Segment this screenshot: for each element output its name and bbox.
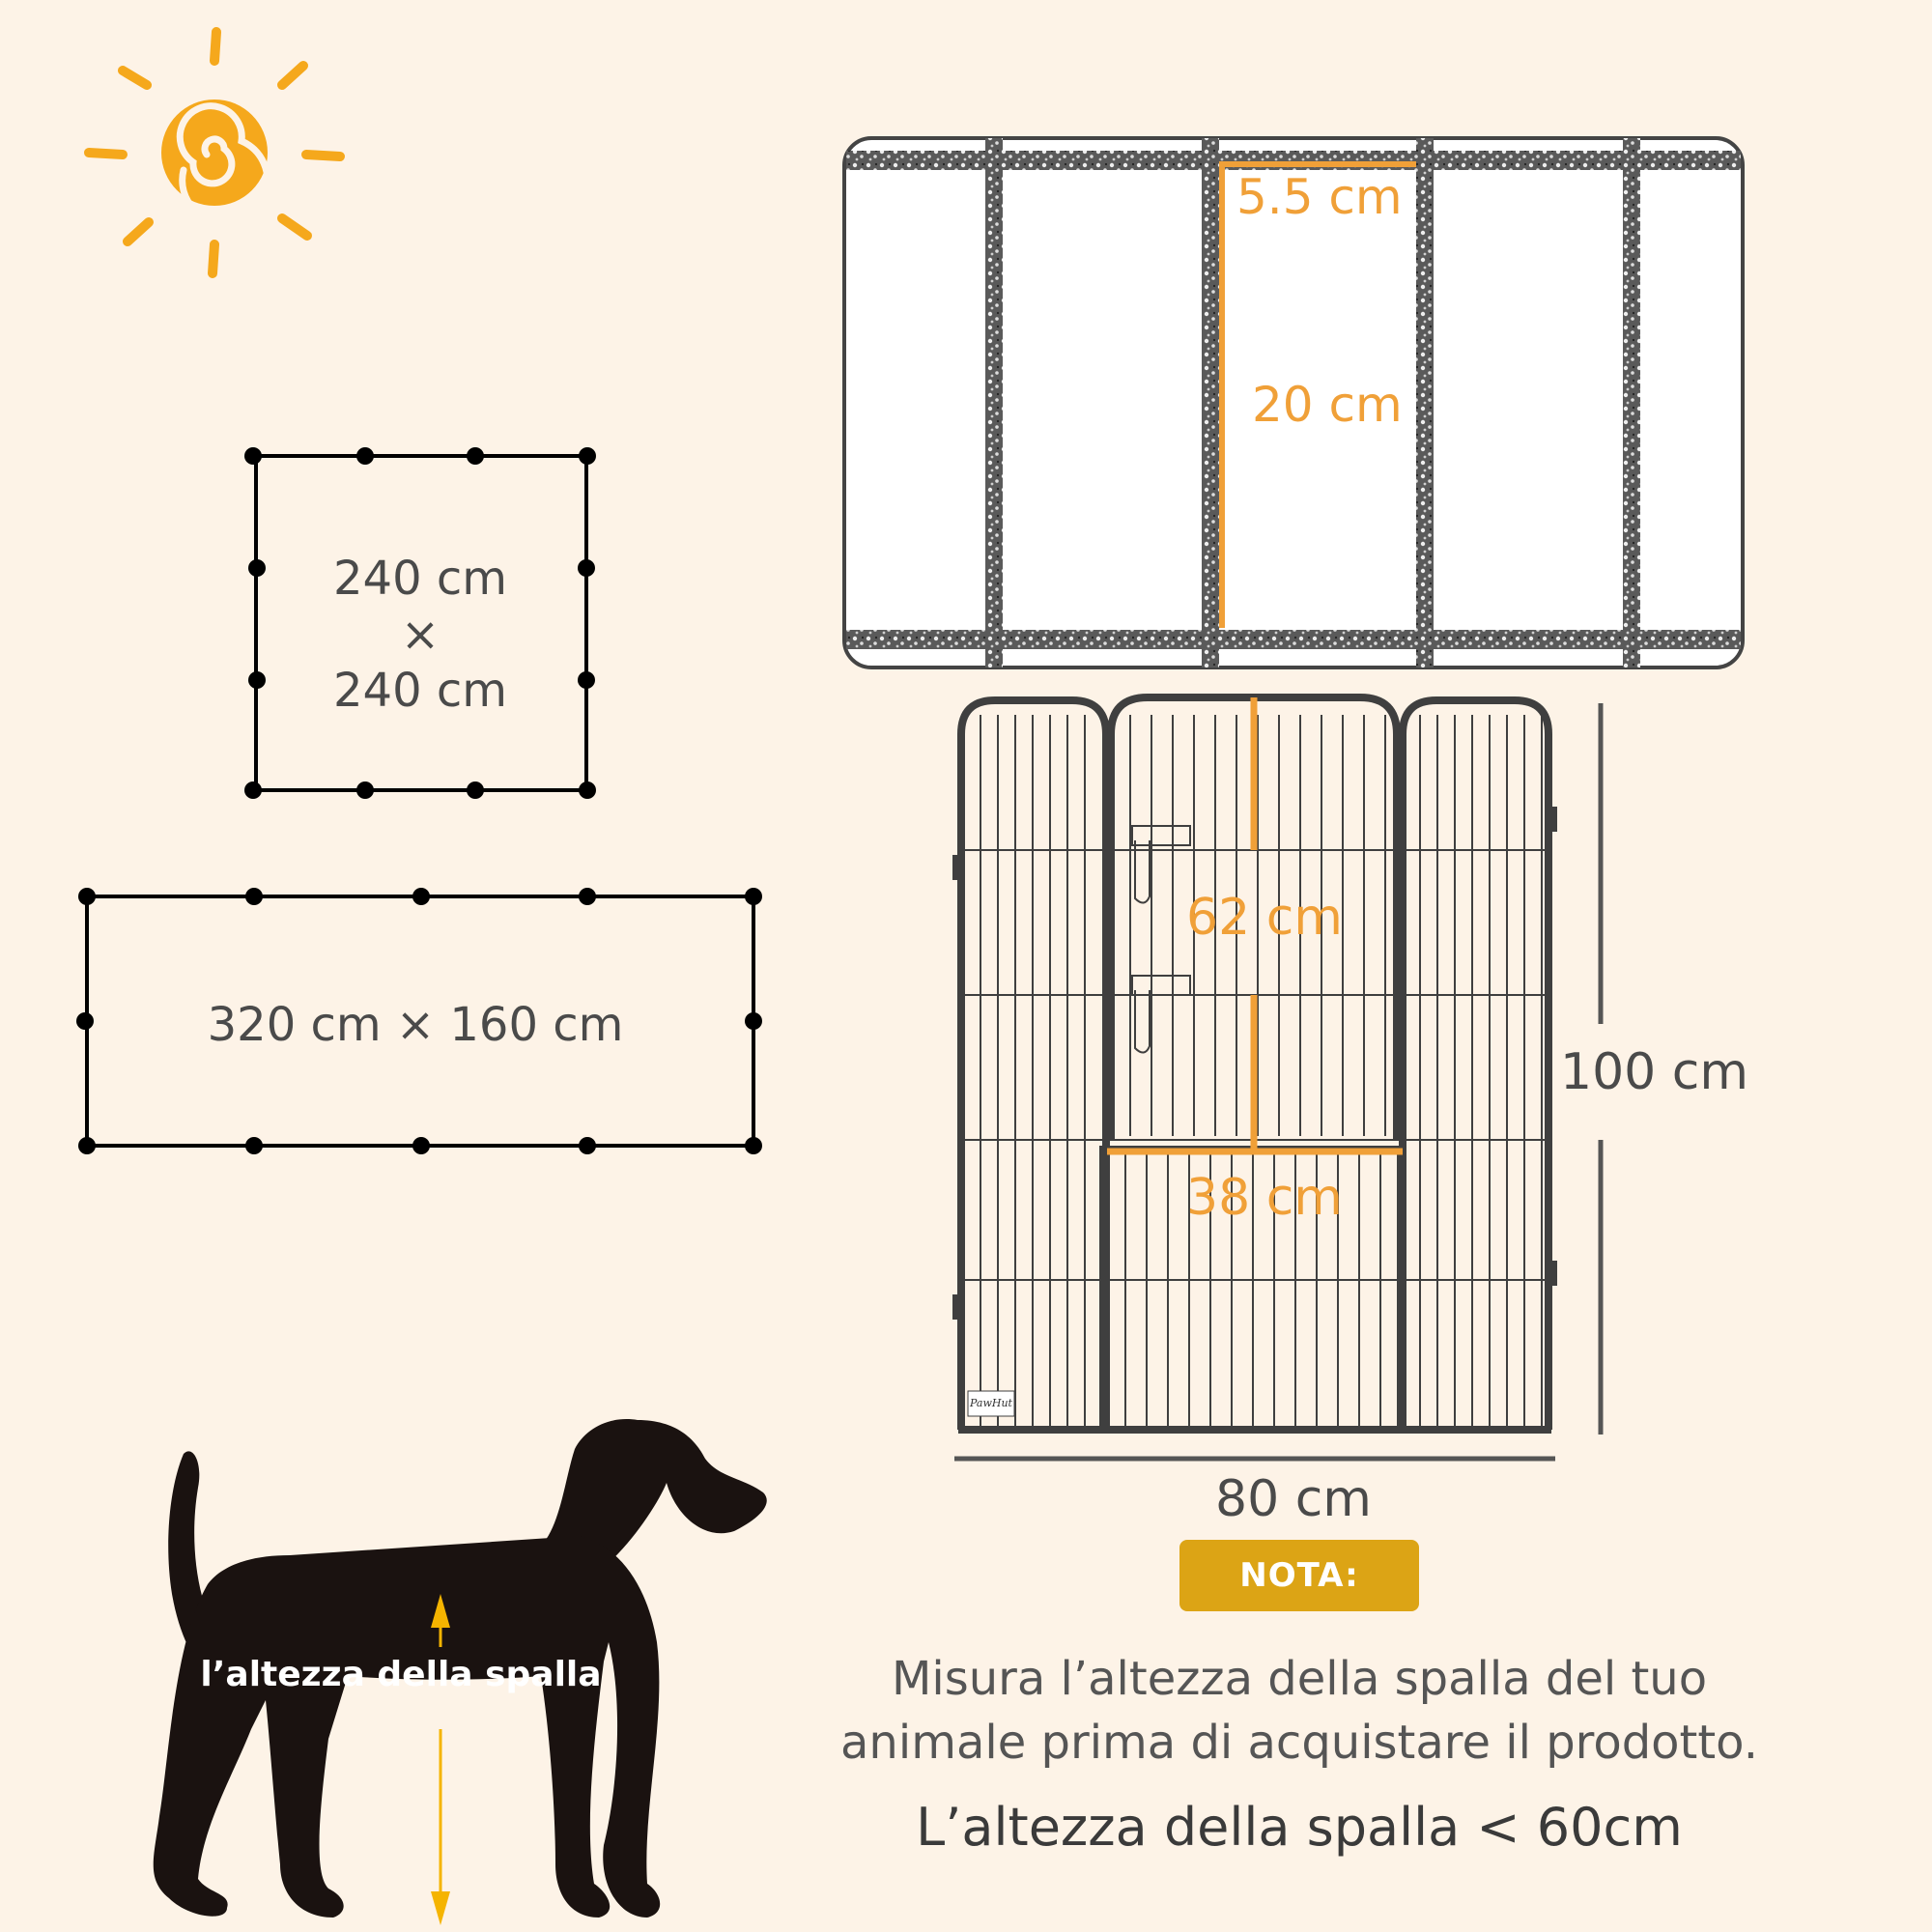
square-layout-diagram <box>254 454 588 792</box>
door-width-label: 38 cm <box>1186 1169 1343 1227</box>
total-height-label: 100 cm <box>1560 1043 1749 1101</box>
total-width-label: 80 cm <box>1215 1470 1372 1528</box>
nota-badge: NOTA: <box>1179 1540 1419 1611</box>
door-dimension-lines <box>1107 697 1403 1155</box>
rectangle-layout-joints <box>76 888 762 1154</box>
note-line-2: animale prima di acquistare il prodotto. <box>840 1716 1758 1770</box>
shoulder-requirement: L’altezza della spalla < 60cm <box>916 1797 1683 1858</box>
square-times-sign: × <box>400 608 440 662</box>
square-width-label: 240 cm <box>332 552 508 606</box>
gap-height-label: 20 cm <box>1252 377 1403 433</box>
square-depth-label: 240 cm <box>332 664 508 718</box>
shoulder-height-arrow <box>431 1594 450 1925</box>
door-height-label: 62 cm <box>1186 889 1343 947</box>
rectangle-layout-label: 320 cm × 160 cm <box>207 998 624 1052</box>
gap-width-label: 5.5 cm <box>1236 169 1403 225</box>
grid-detail-closeup <box>842 136 1745 669</box>
note-line-1: Misura l’altezza della spalla del tuo <box>891 1652 1708 1706</box>
shoulder-height-label: l’altezza della spalla <box>200 1655 602 1694</box>
square-layout-joints <box>244 447 596 799</box>
total-dimension-lines <box>954 703 1604 1462</box>
note-instruction: Misura l’altezza della spalla del tuo an… <box>734 1647 1864 1775</box>
square-layout-label: 240 cm × 240 cm <box>290 551 551 719</box>
brand-mark: PawHut <box>970 1397 1012 1409</box>
sun-icon <box>84 27 345 278</box>
dog-silhouette-icon <box>153 1419 767 1918</box>
